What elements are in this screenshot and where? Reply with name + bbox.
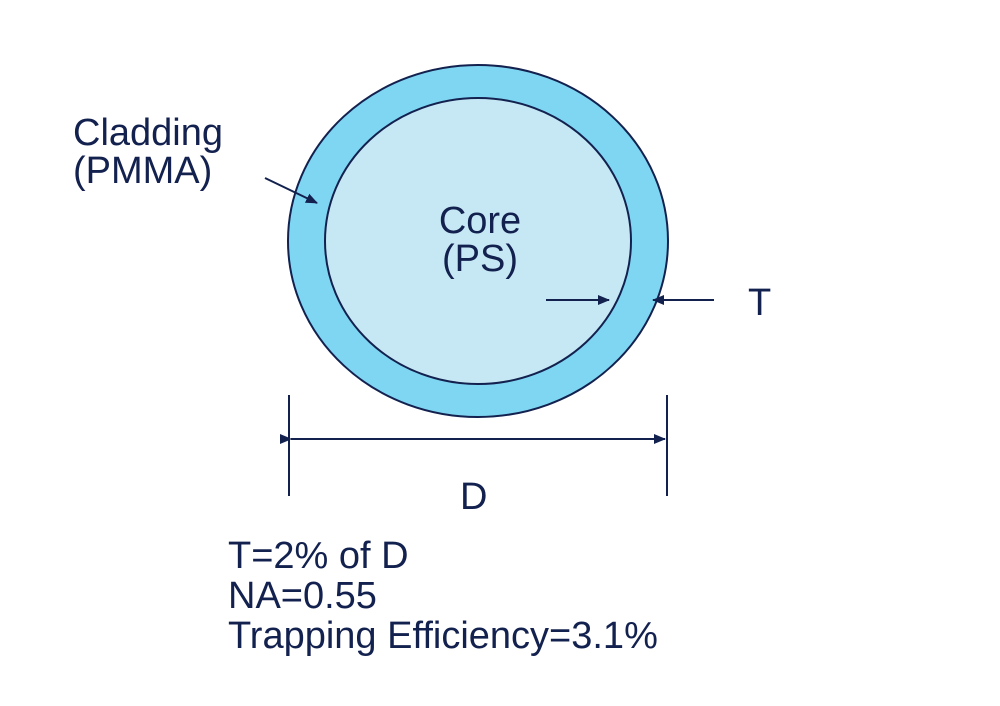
cladding-label-line2: (PMMA): [73, 150, 213, 192]
specs-block: T=2% of D NA=0.55 Trapping Efficiency=3.…: [228, 536, 658, 656]
core-label-line2: (PS): [442, 238, 518, 280]
core-disk: [324, 97, 632, 385]
core-label: Core (PS): [420, 202, 540, 278]
cladding-leader-arrow: [264, 177, 318, 204]
spec-trapping-efficiency: Trapping Efficiency=3.1%: [228, 615, 658, 657]
cladding-label-line1: Cladding: [73, 112, 223, 154]
thickness-label: T: [748, 282, 772, 324]
spec-numerical-aperture: NA=0.55: [228, 575, 377, 617]
cladding-label: Cladding (PMMA): [73, 114, 223, 190]
diameter-label: D: [460, 476, 488, 518]
core-label-line1: Core: [438, 200, 522, 242]
spec-thickness-ratio: T=2% of D: [228, 535, 409, 577]
